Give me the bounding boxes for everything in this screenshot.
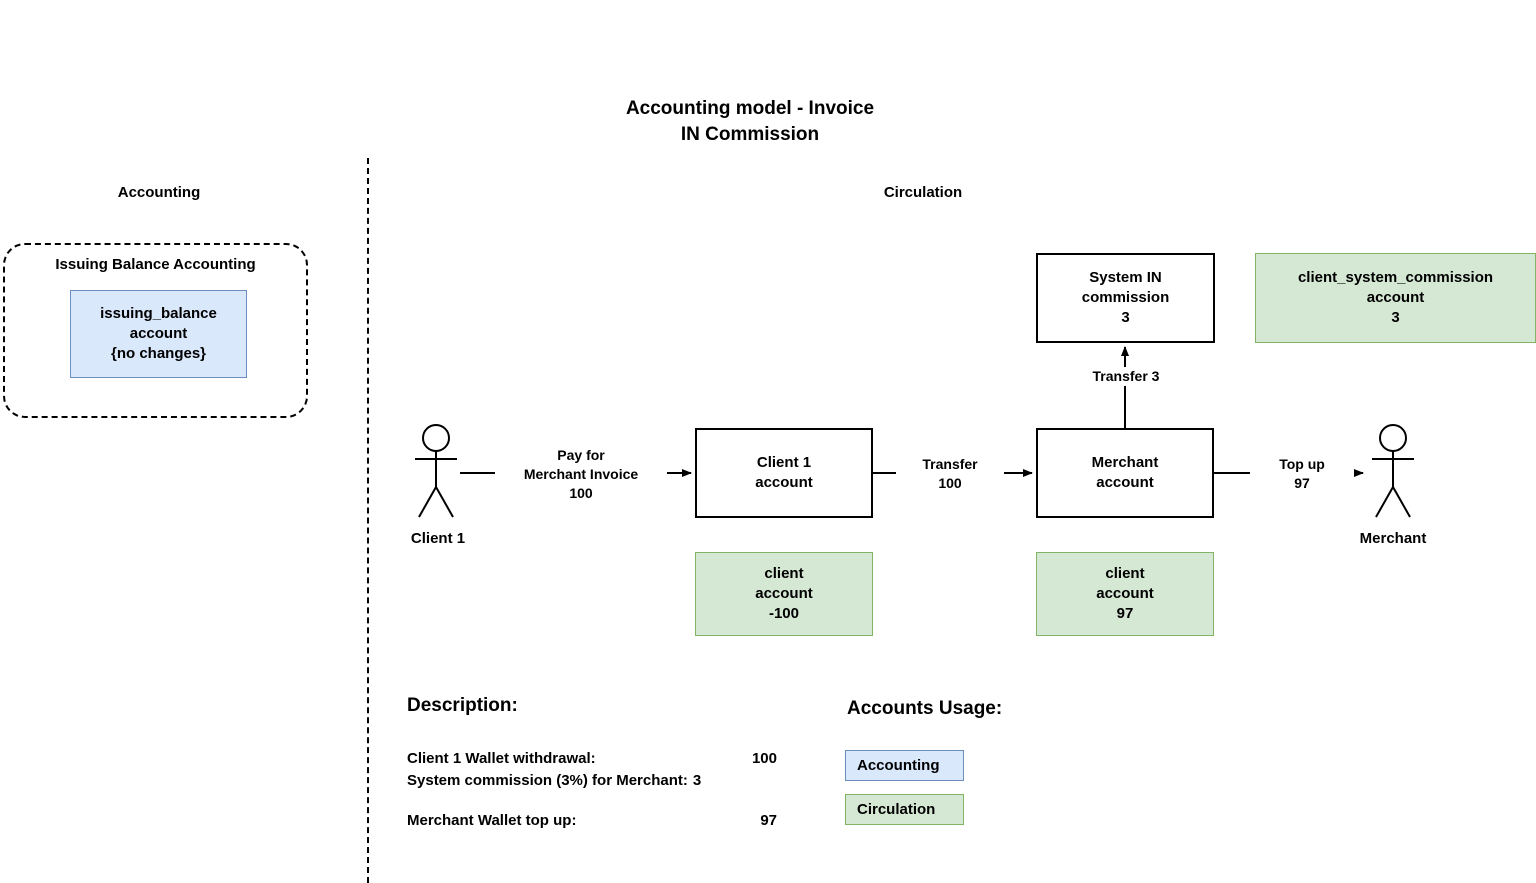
node-client-system-commission-account[interactable]: client_system_commission account 3 [1255, 253, 1536, 343]
description-value: 100 [751, 750, 777, 767]
description-label: System commission (3%) for Merchant: [407, 772, 688, 789]
actor-label-client1: Client 1 [410, 530, 466, 547]
node-client-account-debit[interactable]: client account -100 [695, 552, 873, 636]
node-client1-account[interactable]: Client 1 account [695, 428, 873, 518]
description-row: System commission (3%) for Merchant: 3 [407, 770, 777, 792]
description-value: 97 [760, 812, 777, 829]
legend-chip-circulation: Circulation [845, 794, 964, 825]
edge-label-pay-invoice: Pay for Merchant Invoice 100 [495, 446, 667, 503]
description-row: Client 1 Wallet withdrawal: 100 [407, 748, 777, 770]
stick-figure-merchant [1372, 424, 1414, 518]
section-header-accounting: Accounting [117, 184, 201, 201]
swimlane-divider [367, 158, 369, 883]
edge-label-transfer-100: Transfer 100 [896, 455, 1004, 493]
description-row: Merchant Wallet top up: 97 [407, 810, 777, 832]
node-system-in-commission[interactable]: System IN commission 3 [1036, 253, 1215, 343]
issuing-balance-accounting-label: Issuing Balance Accounting [55, 256, 256, 273]
edge-label-top-up-97: Top up 97 [1250, 455, 1354, 493]
actor-label-merchant: Merchant [1359, 530, 1427, 547]
description-title: Description: [407, 695, 518, 716]
section-header-circulation: Circulation [883, 184, 963, 201]
description-value: 3 [692, 772, 702, 789]
issuing-balance-accounting-group [3, 243, 308, 418]
description-label: Merchant Wallet top up: [407, 812, 577, 829]
node-client-account-credit[interactable]: client account 97 [1036, 552, 1214, 636]
stick-figure-client1 [415, 424, 457, 518]
node-merchant-account[interactable]: Merchant account [1036, 428, 1214, 518]
node-issuing-balance-account[interactable]: issuing_balance account {no changes} [70, 290, 247, 378]
edge-label-transfer-3: Transfer 3 [1070, 367, 1182, 386]
legend-chip-accounting: Accounting [845, 750, 964, 781]
accounts-usage-title: Accounts Usage: [847, 698, 1003, 719]
page-title: Accounting model - Invoice IN Commission [625, 98, 875, 145]
description-label: Client 1 Wallet withdrawal: [407, 750, 596, 767]
description-rows: Client 1 Wallet withdrawal: 100 System c… [407, 748, 777, 832]
